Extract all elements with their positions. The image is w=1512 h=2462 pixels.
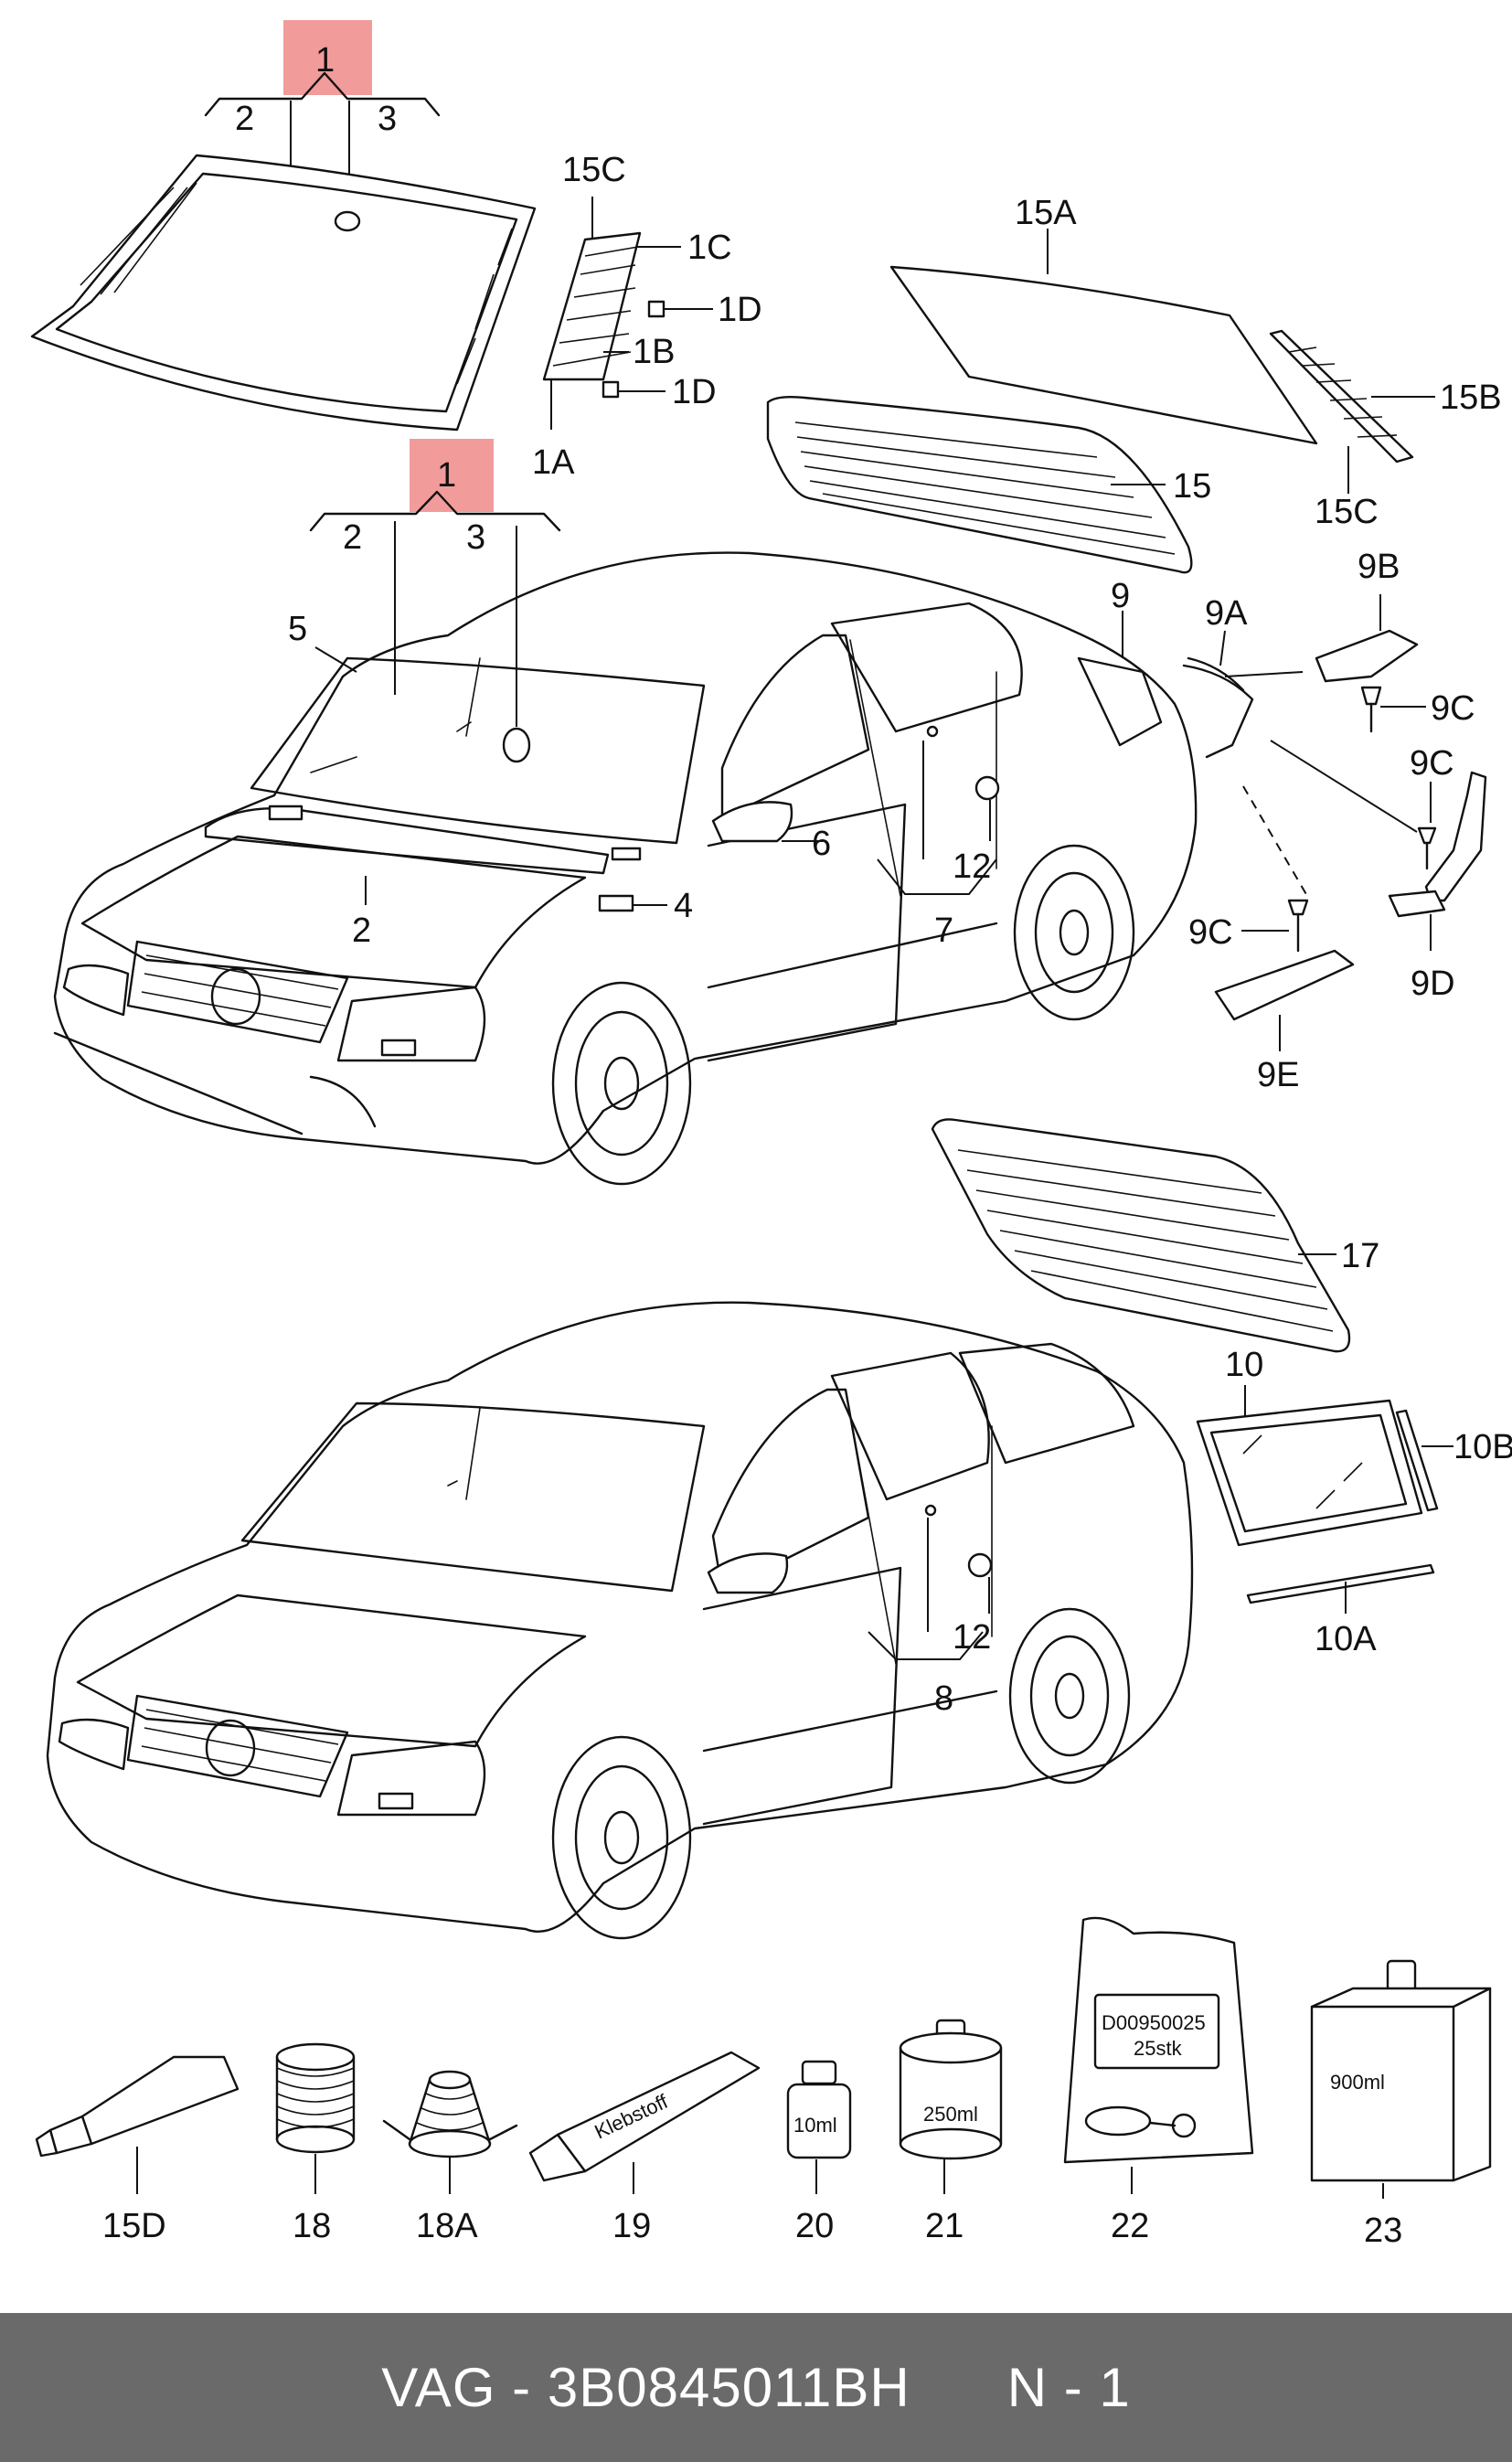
callout-9A: 9A [1205, 594, 1248, 633]
callout-9C-top: 9C [1431, 689, 1475, 728]
clip-1D-lower [602, 380, 620, 399]
callout-10: 10 [1225, 1346, 1263, 1384]
callout-12-wagon: 12 [953, 1618, 991, 1657]
part-4-rect [598, 894, 634, 912]
seal-10B [1395, 1409, 1439, 1512]
trim-10A [1246, 1563, 1435, 1604]
callout-1D-bottom: 1D [672, 373, 717, 411]
can-21: 250ml 21 [899, 2019, 1003, 2245]
packet-22: D00950025 25stk 22 [1063, 1916, 1254, 2245]
callout-15: 15 [1173, 467, 1211, 506]
callout-10B: 10B [1453, 1428, 1512, 1466]
packet-22-count: 25stk [1134, 2037, 1183, 2060]
highlight-box-top [283, 20, 372, 95]
callout-8: 8 [934, 1679, 953, 1718]
callout-18: 18 [293, 2207, 331, 2245]
callout-10A: 10A [1315, 1620, 1377, 1658]
footer-position: N - 1 [1006, 2357, 1131, 2418]
callout-3-top: 3 [378, 100, 397, 138]
callout-9D: 9D [1411, 965, 1455, 1003]
callout-1B: 1B [633, 333, 675, 371]
callout-4: 4 [674, 887, 693, 925]
callout-2-car-top: 2 [343, 518, 362, 557]
bottle-20: 10ml 20 [786, 2060, 852, 2245]
tube-19: Klebstoff 19 [528, 2051, 761, 2245]
bracket-9B [1315, 629, 1419, 683]
callout-15C-top: 15C [562, 151, 626, 189]
box-23: 900ml 23 [1310, 1959, 1492, 2250]
callout-18A: 18A [416, 2207, 478, 2245]
windscreen-group-callout: 1 2 3 [204, 20, 441, 206]
wagon-car: 12 8 [46, 1301, 1194, 1940]
callout-21: 21 [925, 2207, 964, 2245]
callout-1A: 1A [532, 443, 575, 482]
windscreen-glass [30, 154, 537, 432]
callout-9C-mid: 9C [1410, 744, 1454, 783]
rear-window-heated-15: 15 [766, 395, 1211, 574]
packet-22-code: D00950025 [1102, 2011, 1206, 2034]
bracket-9E [1214, 949, 1355, 1021]
callout-7: 7 [934, 911, 953, 950]
spring-18: 18 [275, 2042, 356, 2245]
rear-window-15A: 15A [889, 194, 1318, 445]
callout-17: 17 [1341, 1237, 1379, 1275]
cone-spring-18A: 18A [382, 2070, 518, 2245]
callout-6: 6 [812, 825, 831, 863]
bracket-9D [1424, 771, 1487, 902]
callout-3-car-top: 3 [466, 518, 485, 557]
highlight-box-car [410, 439, 494, 512]
callout-15D: 15D [102, 2207, 166, 2245]
callout-12-sedan: 12 [953, 847, 991, 886]
box-23-label: 900ml [1330, 2071, 1385, 2094]
callout-2-top: 2 [235, 100, 254, 138]
callout-1-car: 1 [437, 456, 456, 495]
callout-5: 5 [288, 610, 307, 648]
sedan-car: 1 2 3 [53, 439, 1198, 1186]
bottle-20-label: 10ml [793, 2114, 837, 2137]
callout-1-top: 1 [315, 41, 335, 80]
heater-strip-15B: 15B 15C [1269, 329, 1502, 531]
callout-15A: 15A [1015, 194, 1077, 232]
footer-part-number: 3B0845011BH [547, 2357, 910, 2418]
footer-separator: - [512, 2357, 532, 2418]
callout-9: 9 [1111, 577, 1130, 615]
mirror-base-1A-1D: 15C 1C 1D 1B 1D 1A [532, 151, 762, 482]
wagon-rear-window-17: 17 [931, 1118, 1379, 1353]
wagon-quarter-window-10: 10 10B 10A [1196, 1346, 1512, 1658]
rain-sensor-pad [502, 727, 531, 763]
callout-20: 20 [795, 2207, 834, 2245]
tube-15D: 15D [35, 2055, 240, 2245]
callout-9E: 9E [1257, 1056, 1299, 1094]
callout-19: 19 [612, 2207, 651, 2245]
callout-15B: 15B [1440, 378, 1502, 417]
callout-9C-left: 9C [1188, 913, 1233, 952]
clip-1D-upper [647, 300, 665, 318]
callout-15C-bottom: 15C [1315, 493, 1379, 531]
callout-22: 22 [1111, 2207, 1149, 2245]
callout-1C: 1C [687, 229, 732, 267]
callout-1D-top: 1D [718, 291, 762, 329]
quarter-window-hardware: 9A 9B 9C 9C 9D 9C 9E [1182, 548, 1487, 1094]
part-info-footer: VAG - 3B0845011BH N - 1 [0, 2313, 1512, 2462]
callout-9B: 9B [1358, 548, 1400, 586]
callout-23: 23 [1364, 2212, 1402, 2250]
footer-brand: VAG [381, 2357, 496, 2418]
callout-2-car: 2 [352, 911, 371, 950]
parts-diagram: 1 2 3 15C 1C 1D 1B 1D 1A 15A 1 [30, 20, 1512, 2250]
can-21-label: 250ml [923, 2103, 978, 2126]
